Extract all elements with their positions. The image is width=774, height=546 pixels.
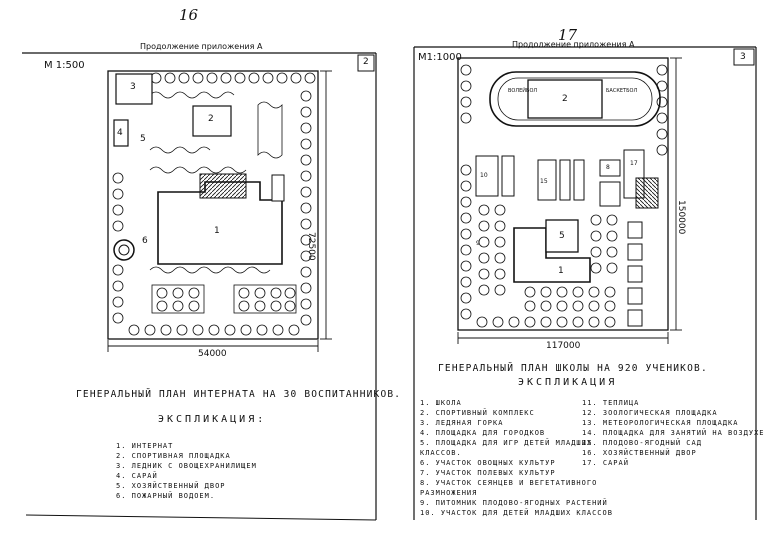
left-dim-width: 54000: [198, 349, 227, 359]
list-item: 3. ЛЕДНИК С ОВОЩЕХРАНИЛИЩЕМ: [116, 462, 257, 470]
list-item: 6. ПОЖАРНЫЙ ВОДОЕМ.: [116, 492, 216, 500]
left-scale-label: М 1:500: [44, 60, 85, 71]
right-continuation-caption: Продолжение приложения А: [512, 40, 635, 49]
left-continuation-caption: Продолжение приложения А: [140, 42, 263, 51]
left-explication-heading: ЭКСПЛИКАЦИЯ:: [158, 414, 267, 425]
list-item: 6. УЧАСТОК ОВОЩНЫХ КУЛЬТУР: [420, 459, 556, 467]
list-item: 13. МЕТЕОРОЛОГИЧЕСКАЯ ПЛОЩАДКА: [582, 419, 739, 427]
list-item: 17. САРАЙ: [582, 459, 629, 467]
right-explication-heading: ЭКСПЛИКАЦИЯ: [518, 377, 618, 388]
right-plan-label-17: 17: [630, 160, 638, 167]
building-3: [115, 73, 153, 105]
list-item: КЛАССОВ.: [420, 449, 462, 457]
right-plan-label-15: 15: [540, 178, 548, 185]
building-4: [113, 119, 129, 147]
right-plan-label-9: 9: [476, 240, 480, 247]
right-scale-label: М1:1000: [418, 52, 462, 63]
right-page-number: 17: [558, 26, 578, 44]
volleyball-label: ВОЛЕЙБОЛ: [508, 88, 538, 94]
plot-8: [599, 159, 621, 177]
plot-10: [475, 155, 499, 197]
left-plan-label-3: 3: [130, 82, 136, 92]
right-legend-list-right: 11. ТЕПЛИЦА 12. ЗООЛОГИЧЕСКАЯ ПЛОЩАДКА 1…: [582, 398, 765, 468]
list-item: 2. СПОРТИВНАЯ ПЛОЩАДКА: [116, 452, 231, 460]
right-dim-width: 117000: [546, 341, 581, 351]
list-item: 3. ЛЕДЯНАЯ ГОРКА: [420, 419, 504, 427]
list-item: 12. ЗООЛОГИЧЕСКАЯ ПЛОЩАДКА: [582, 409, 718, 417]
list-item: РАЗМНОЖЕНИЯ: [420, 489, 478, 497]
right-plan-label-10: 10: [480, 172, 488, 179]
list-item: 11. ТЕПЛИЦА: [582, 399, 640, 407]
left-plan-label-1: 1: [214, 226, 220, 236]
list-item: 14. ПЛОЩАДКА ДЛЯ ЗАНЯТИЙ НА ВОЗДУХЕ: [582, 429, 765, 437]
left-plan-title: ГЕНЕРАЛЬНЫЙ ПЛАН ИНТЕРНАТА НА 30 ВОСПИТА…: [76, 389, 402, 400]
left-plan-label-6: 6: [142, 236, 148, 246]
left-sheet-number: 2: [363, 57, 369, 67]
basketball-label: БАСКЕТБОЛ: [606, 88, 638, 94]
left-plan-label-5: 5: [140, 134, 146, 144]
right-plan-label-2: 2: [562, 94, 568, 104]
list-item: 9. ПИТОМНИК ПЛОДОВО-ЯГОДНЫХ РАСТЕНИЙ: [420, 499, 608, 507]
sports-ground-2: [192, 105, 232, 137]
list-item: 8. УЧАСТОК СЕЯНЦЕВ И ВЕГЕТАТИВНОГО: [420, 479, 598, 487]
left-plan-label-2: 2: [208, 114, 214, 124]
right-legend-list-left: 1. ШКОЛА 2. СПОРТИВНЫЙ КОМПЛЕКС 3. ЛЕДЯН…: [420, 398, 613, 518]
list-item: 4. САРАЙ: [116, 472, 158, 480]
list-item: 15. ПЛОДОВО-ЯГОДНЫЙ САД: [582, 439, 702, 447]
right-plan-label-1: 1: [558, 266, 564, 276]
list-item: 4. ПЛОЩАДКА ДЛЯ ГОРОДКОВ: [420, 429, 546, 437]
right-dim-height: 150000: [676, 200, 686, 235]
list-item: 2. СПОРТИВНЫЙ КОМПЛЕКС: [420, 409, 535, 417]
list-item: 5. ПЛОЩАДКА ДЛЯ ИГР ДЕТЕЙ МЛАДШИХ: [420, 439, 593, 447]
list-item: 1. ИНТЕРНАТ: [116, 442, 174, 450]
playground-5: [545, 219, 579, 253]
right-plan-title: ГЕНЕРАЛЬНЫЙ ПЛАН ШКОЛЫ НА 920 УЧЕНИКОВ.: [438, 363, 708, 374]
list-item: 5. ХОЗЯЙСТВЕННЫЙ ДВОР: [116, 482, 226, 490]
fire-pond-6: [113, 239, 135, 261]
list-item: 7. УЧАСТОК ПОЛЕВЫХ КУЛЬТУР: [420, 469, 556, 477]
list-item: 1. ШКОЛА: [420, 399, 462, 407]
list-item: 16. ХОЗЯЙСТВЕННЫЙ ДВОР: [582, 449, 697, 457]
sports-complex-2: [527, 79, 603, 119]
right-plan-label-8: 8: [606, 164, 610, 171]
left-legend-list: 1. ИНТЕРНАТ 2. СПОРТИВНАЯ ПЛОЩАДКА 3. ЛЕ…: [116, 441, 257, 501]
right-plan-label-5: 5: [559, 231, 565, 241]
left-page-number: 16: [179, 6, 199, 24]
list-item: 10. УЧАСТОК ДЛЯ ДЕТЕЙ МЛАДШИХ КЛАССОВ: [420, 509, 613, 517]
right-sheet-number: 3: [740, 52, 746, 62]
left-plan-label-4: 4: [117, 128, 123, 138]
